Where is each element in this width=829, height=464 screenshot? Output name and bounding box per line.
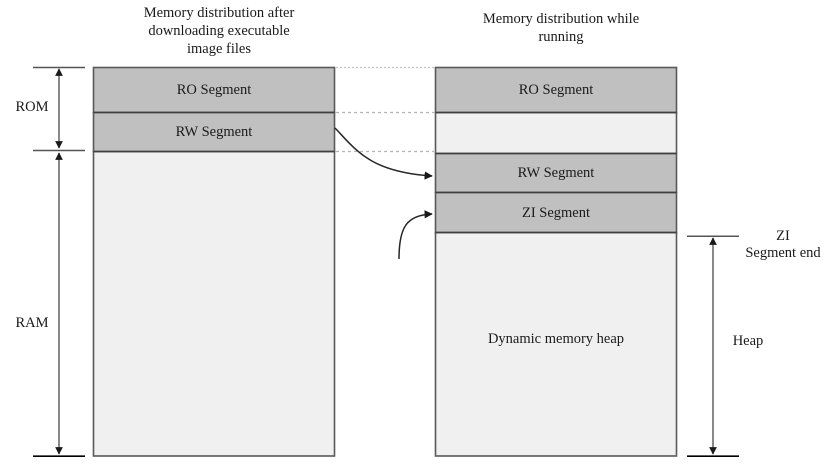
left-column-title: Memory distribution after downloading ex… [143, 5, 295, 57]
left-block-rw [92, 111, 336, 153]
right-column-blocks [434, 66, 678, 457]
right-measure-heap [687, 235, 739, 458]
left-measure-rom [33, 66, 85, 152]
ram-measure-label: RAM [15, 315, 49, 331]
left-measure-ram [33, 152, 85, 458]
right-block-ro [434, 66, 678, 114]
right-block-zi [434, 191, 678, 234]
right-column-title: Memory distribution while running [482, 11, 640, 45]
left-block-empty [92, 150, 336, 457]
zi-creation-arrow [398, 210, 433, 260]
heap-measure-label: Heap [732, 333, 764, 349]
rom-measure-label: ROM [15, 99, 49, 115]
left-column-blocks [92, 66, 336, 457]
alignment-guides [336, 66, 434, 153]
zi-segment-end-label: ZI Segment end [745, 228, 821, 261]
right-block-heap [434, 231, 678, 457]
right-block-rw [434, 152, 678, 194]
right-block-gap [434, 111, 678, 155]
migration-arrows [334, 127, 433, 260]
rw-migration-arrow [334, 127, 433, 180]
left-block-ro [92, 66, 336, 114]
